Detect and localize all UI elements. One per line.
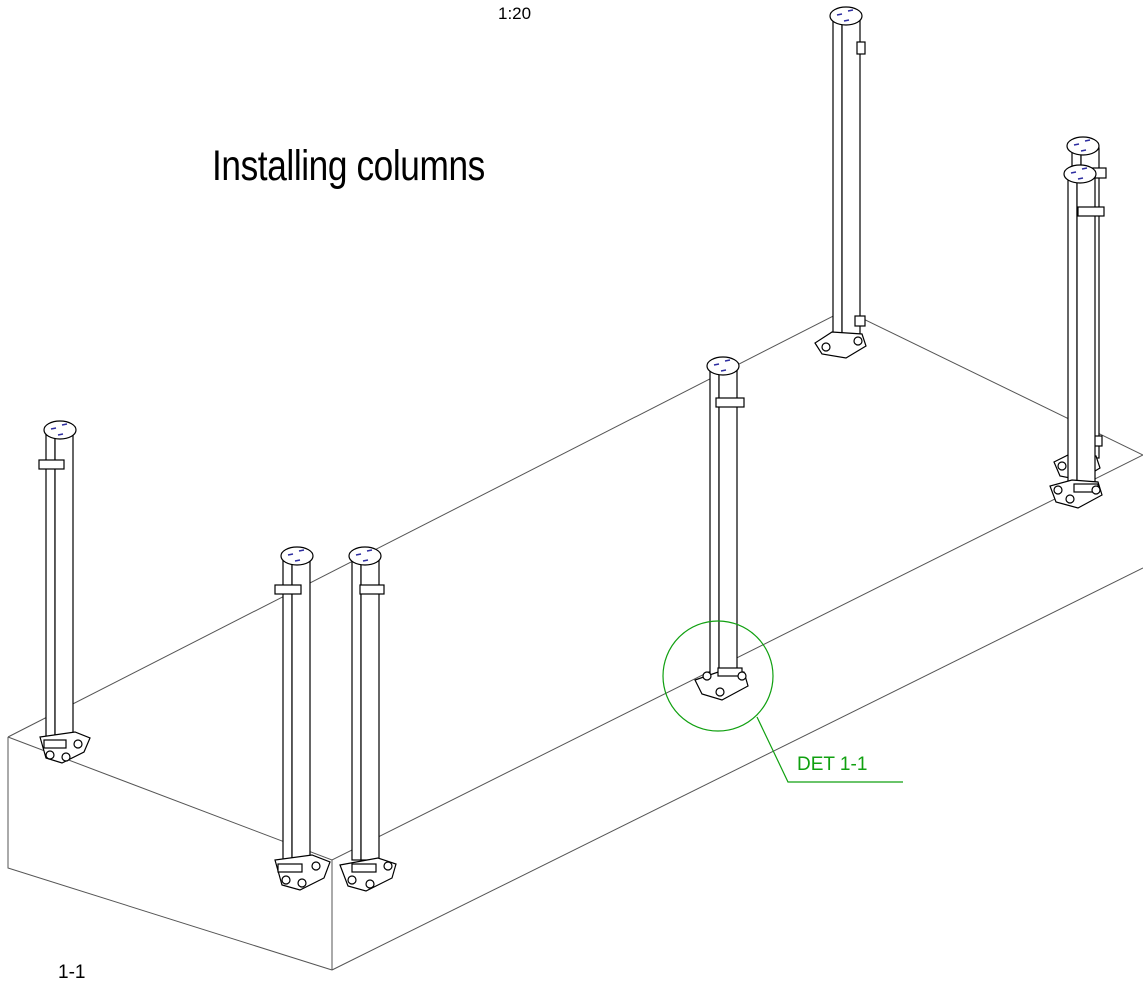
drawing-title: Installing columns bbox=[212, 142, 485, 190]
detail-callout bbox=[662, 620, 903, 783]
concrete-slab bbox=[7, 309, 1143, 971]
detail-label: DET 1-1 bbox=[797, 754, 868, 775]
column-3 bbox=[339, 546, 397, 892]
view-label: 1-1 bbox=[58, 962, 86, 983]
column-4 bbox=[694, 356, 749, 701]
column-7 bbox=[1049, 164, 1105, 509]
column-2 bbox=[274, 546, 331, 891]
column-5 bbox=[814, 6, 867, 359]
scale-label: 1:20 bbox=[498, 4, 532, 23]
column-1 bbox=[38, 420, 91, 764]
